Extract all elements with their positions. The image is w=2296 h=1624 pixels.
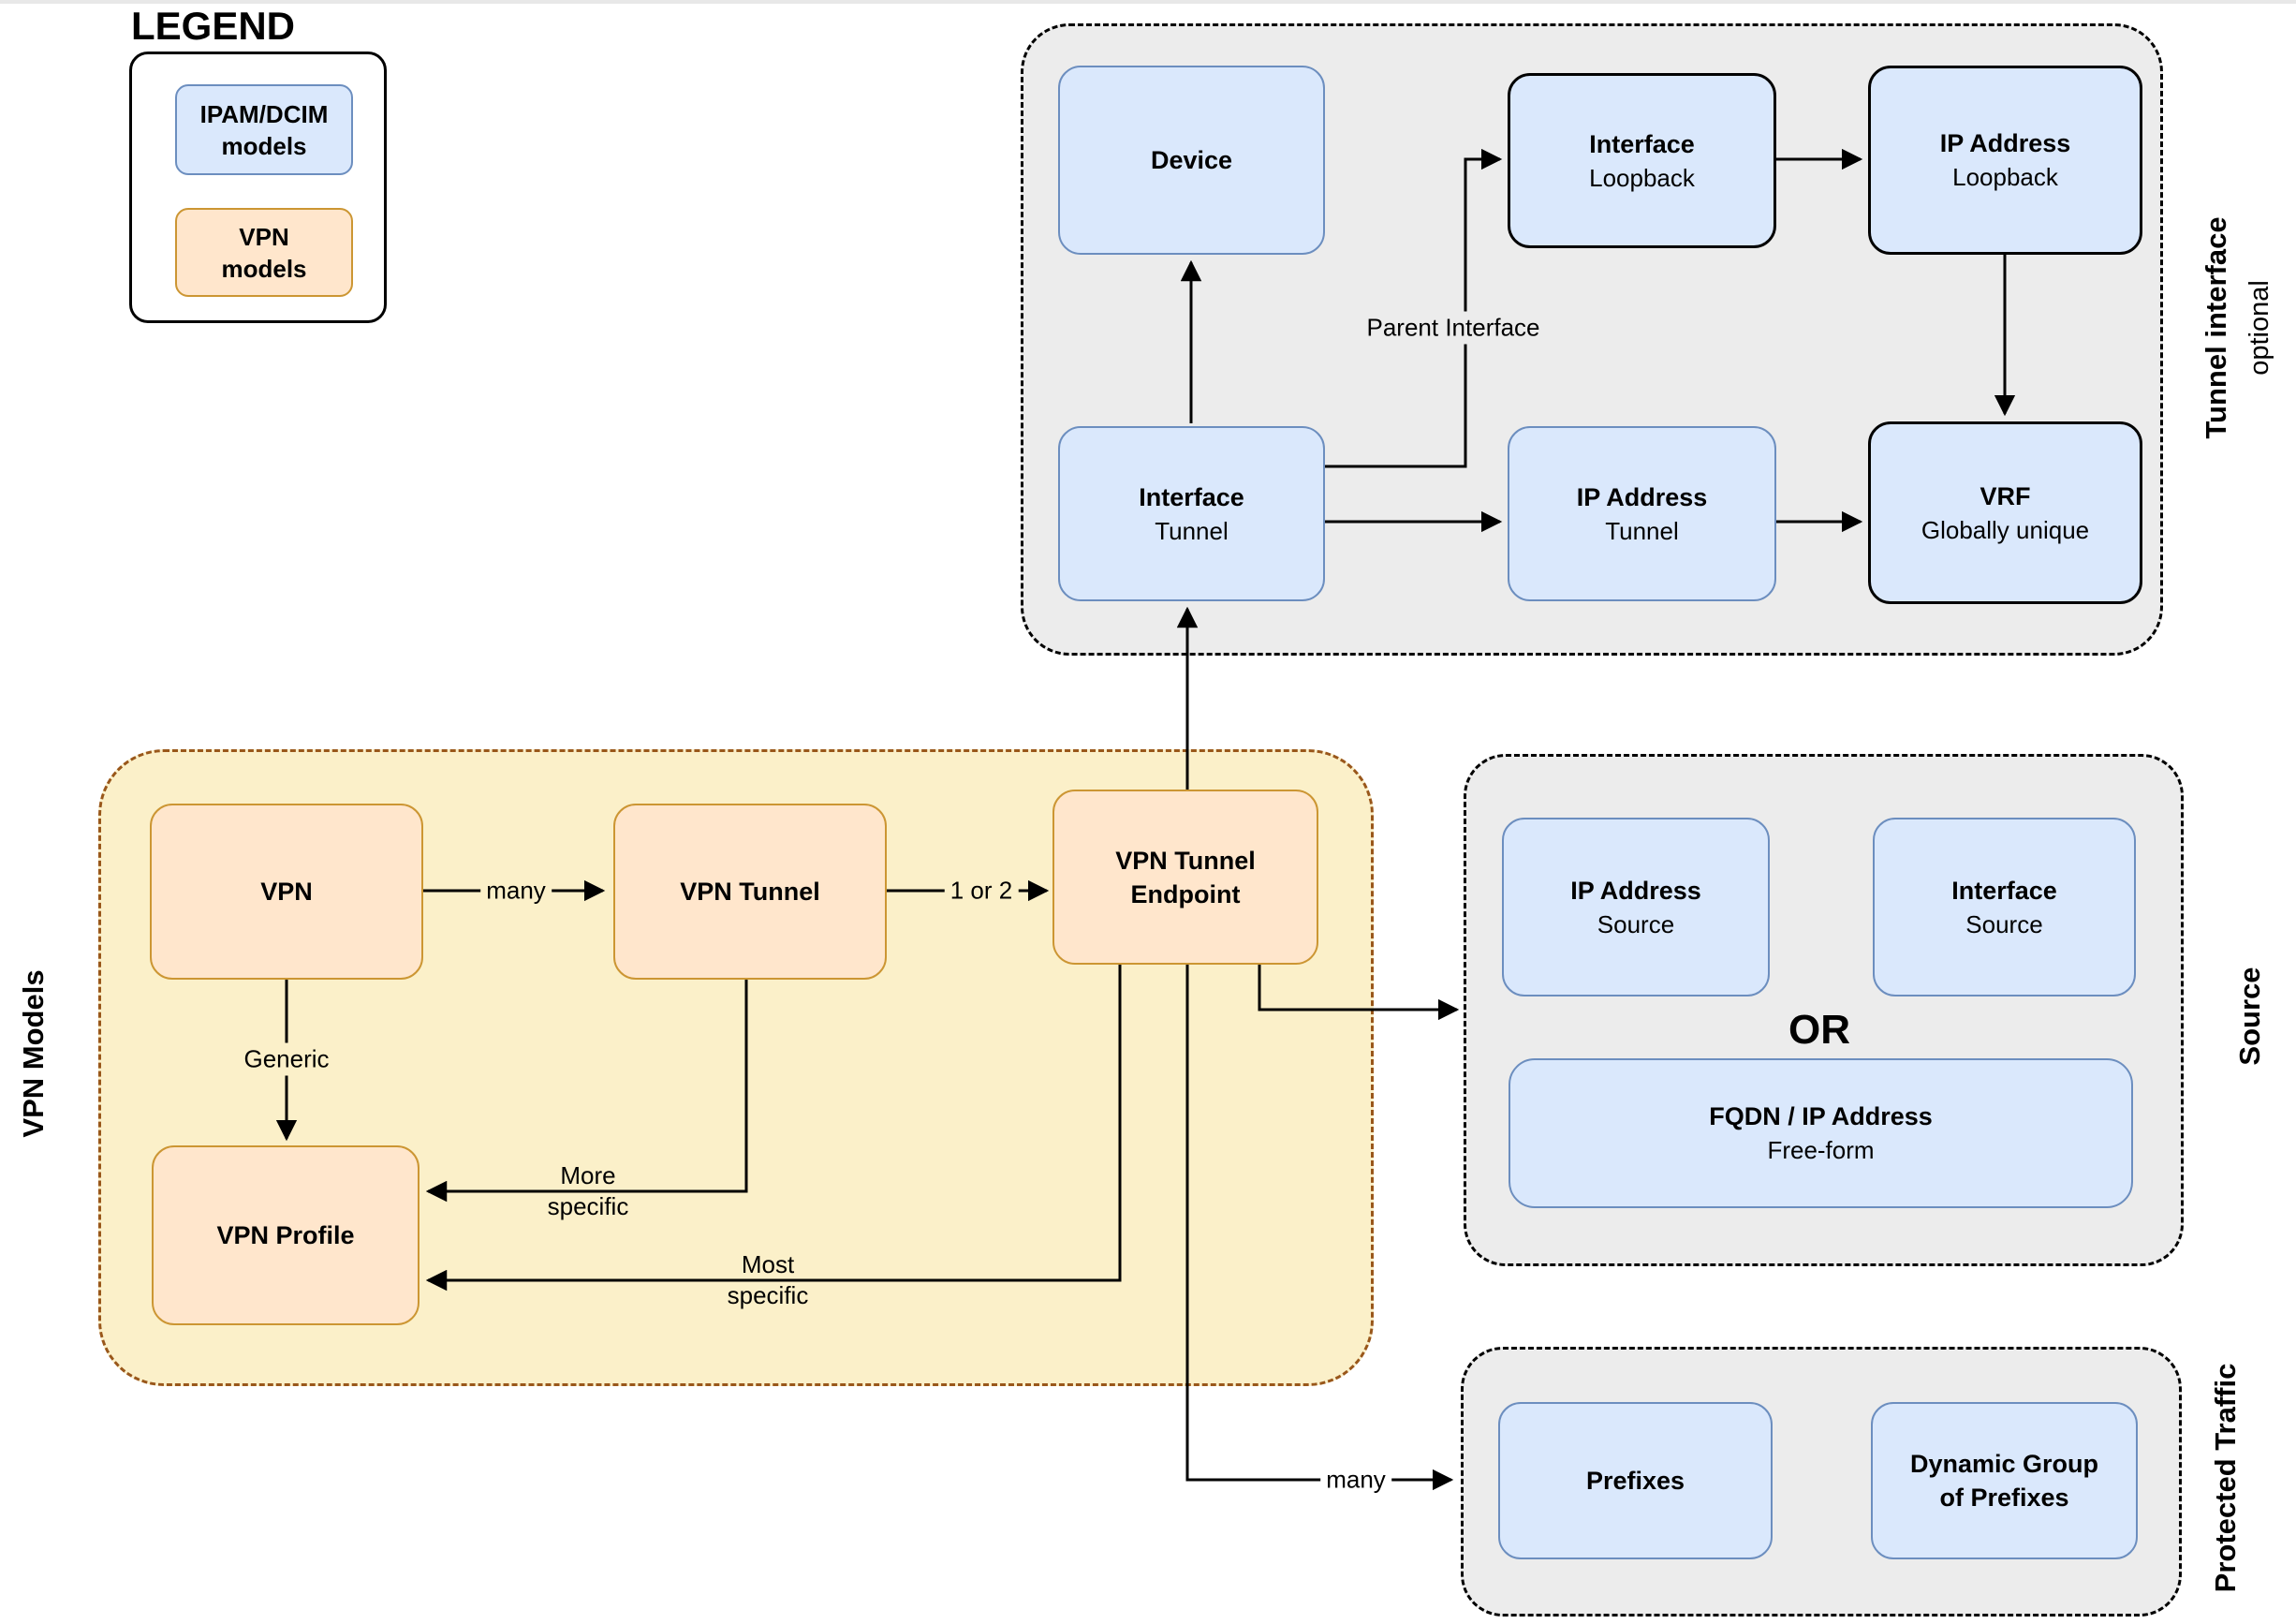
node-interface-loopback-title: Interface — [1589, 129, 1695, 158]
node-interface-tunnel-title: Interface — [1139, 482, 1244, 511]
node-dynamic-group-of-prefixes: Dynamic Group of Prefixes — [1871, 1402, 2138, 1559]
node-vpn-tunnel-endpoint: VPN Tunnel Endpoint — [1052, 790, 1318, 965]
node-ip-address-source: IP Address Source — [1502, 818, 1770, 997]
legend-item-ipam-dcim-models: IPAM/DCIM models — [175, 84, 353, 175]
node-interface-tunnel-subtitle: Tunnel — [1155, 516, 1229, 545]
node-interface-source-title: Interface — [1951, 876, 2057, 905]
node-vrf-title: VRF — [1980, 481, 2031, 510]
node-interface-source: Interface Source — [1873, 818, 2136, 997]
node-ip-address-tunnel-title: IP Address — [1576, 482, 1708, 511]
node-interface-source-subtitle: Source — [1965, 909, 2043, 938]
node-vrf: VRF Globally unique — [1868, 421, 2142, 604]
node-interface-loopback: Interface Loopback — [1508, 73, 1776, 248]
node-device-title: Device — [1150, 146, 1233, 174]
group-label-tunnel-interface-main: Tunnel interface — [2200, 216, 2232, 439]
node-ip-address-loopback-subtitle: Loopback — [1952, 163, 2058, 191]
node-prefixes: Prefixes — [1498, 1402, 1773, 1559]
legend-ipam-line2: models — [221, 131, 307, 160]
node-ip-address-tunnel-subtitle: Tunnel — [1605, 516, 1679, 545]
node-device: Device — [1058, 66, 1325, 255]
node-vpn-tunnel-title: VPN Tunnel — [680, 878, 820, 906]
node-ip-address-loopback-title: IP Address — [1939, 129, 2071, 157]
legend-vpn-line2: models — [221, 254, 307, 283]
source-or-text: OR — [1788, 1007, 1850, 1053]
edge-label-many: many — [480, 874, 552, 908]
edge-label-many-protected: many — [1320, 1463, 1391, 1497]
group-label-source: Source — [2233, 967, 2266, 1066]
node-prefixes-title: Prefixes — [1585, 1467, 1685, 1495]
group-label-tunnel-interface: Tunnel interface optional — [2195, 0, 2281, 712]
edge-label-1-or-2: 1 or 2 — [944, 874, 1019, 908]
node-dynamic-group-title: Dynamic Group — [1909, 1450, 2099, 1478]
edge-label-parent-interface: Parent Interface — [1361, 311, 1546, 345]
group-label-protected-traffic: Protected Traffic — [2209, 1363, 2242, 1593]
node-dynamic-group-title2: of Prefixes — [1939, 1484, 2069, 1512]
edge-label-generic: Generic — [238, 1042, 335, 1076]
node-vpn-profile: VPN Profile — [152, 1145, 419, 1325]
node-ip-address-tunnel: IP Address Tunnel — [1508, 426, 1776, 601]
group-label-vpn-models: VPN Models — [17, 969, 50, 1138]
node-interface-tunnel: Interface Tunnel — [1058, 426, 1325, 601]
node-vpn-tunnel: VPN Tunnel — [613, 804, 887, 980]
node-vpn-profile-title: VPN Profile — [216, 1221, 355, 1249]
node-interface-loopback-subtitle: Loopback — [1589, 163, 1695, 192]
group-label-tunnel-interface-optional: optional — [2244, 280, 2274, 376]
node-vpn-tunnel-endpoint-title2: Endpoint — [1130, 879, 1241, 908]
edge-label-most-specific: Most specific — [727, 1250, 809, 1309]
node-vpn-title: VPN — [260, 878, 313, 906]
node-fqdn-ip-address-freeform: FQDN / IP Address Free-form — [1509, 1058, 2133, 1208]
legend-vpn-line1: VPN — [239, 222, 289, 251]
node-vrf-subtitle: Globally unique — [1921, 515, 2090, 544]
legend-title: LEGEND — [131, 4, 296, 48]
legend-item-vpn-models: VPN models — [175, 208, 353, 297]
legend-ipam-line1: IPAM/DCIM — [199, 99, 329, 128]
node-ip-address-loopback: IP Address Loopback — [1868, 66, 2142, 255]
node-fqdn-subtitle: Free-form — [1767, 1136, 1875, 1164]
node-vpn-tunnel-endpoint-title: VPN Tunnel — [1115, 846, 1256, 875]
node-ip-address-source-subtitle: Source — [1597, 909, 1675, 938]
node-fqdn-title: FQDN / IP Address — [1709, 1102, 1933, 1130]
window-edge-strip — [0, 0, 2296, 4]
node-vpn: VPN — [150, 804, 423, 980]
node-ip-address-source-title: IP Address — [1570, 876, 1701, 905]
edge-label-more-specific: More specific — [547, 1161, 629, 1220]
